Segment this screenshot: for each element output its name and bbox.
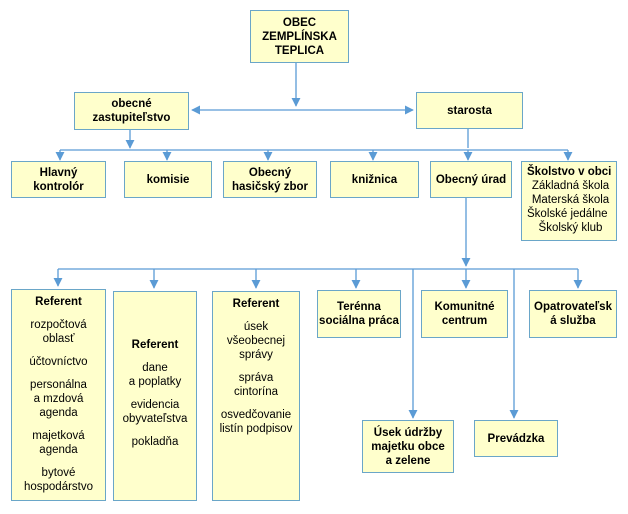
node-hasicsky-zbor-line-1: Obecný: [248, 166, 292, 179]
node-terenna-socialna-praca: Terénna sociálna práca: [317, 290, 401, 338]
node-komunitne-line-1: Komunitné: [434, 301, 495, 313]
node-opatrovatelska-line-2: á služba: [550, 315, 596, 327]
node-obec-line-1: OBEC: [282, 16, 317, 29]
node-skolstvo-item-4: Školský klub: [538, 222, 603, 234]
node-referent-1: Referent rozpočtová oblasť účtovníctvo p…: [11, 289, 106, 501]
node-skolstvo-title: Školstvo v obci: [527, 166, 612, 178]
node-kniznica: knižnica: [330, 161, 419, 198]
node-zastupitelstvo-line-2: zastupiteľstvo: [92, 112, 171, 124]
node-zastupitelstvo-line-1: obecné: [111, 98, 152, 110]
node-obec-line-2: ZEMPLÍNSKA: [262, 30, 337, 43]
node-opatrovatelska-line-1: Opatrovateľsk: [534, 301, 612, 313]
node-usek-udrzby-line-1: Úsek údržby: [373, 426, 443, 439]
node-referent-1-item-2: účtovníctvo: [29, 356, 88, 368]
node-komisie-label: komisie: [146, 173, 190, 186]
node-skolstvo-item-1: Základná škola: [531, 180, 610, 192]
node-hlavny-kontrolor-line-1: Hlavný: [39, 166, 78, 179]
node-obec-line-3: TEPLICA: [274, 44, 325, 57]
node-hasicsky-zbor-line-2: hasičský zbor: [231, 180, 309, 193]
node-referent-1-item-3: personálna a mzdová agenda: [30, 379, 87, 419]
node-obecny-urad: Obecný úrad: [430, 161, 512, 198]
node-hasicsky-zbor: Obecný hasičský zbor: [223, 161, 317, 198]
node-starosta: starosta: [416, 92, 523, 129]
node-komunitne-centrum: Komunitné centrum: [421, 290, 508, 338]
node-referent-2-item-2: evidencia obyvateľstva: [122, 399, 188, 425]
node-skolstvo: Školstvo v obci Základná škola Materská …: [521, 161, 617, 241]
node-terenna-line-2: sociálna práca: [319, 315, 399, 327]
node-opatrovatelska-sluzba: Opatrovateľsk á služba: [529, 290, 617, 338]
node-referent-2-item-3: pokladňa: [131, 436, 179, 448]
node-referent-3-title: Referent: [232, 298, 280, 310]
node-hlavny-kontrolor: Hlavný kontrolór: [11, 161, 106, 198]
node-referent-3: Referent úsek všeobecnej správy správa c…: [212, 291, 300, 501]
node-prevadzka-label: Prevádzka: [487, 432, 545, 445]
node-skolstvo-item-3: Školské jedálne: [527, 208, 608, 220]
node-usek-udrzby-line-2: majetku obce: [371, 440, 445, 453]
node-hlavny-kontrolor-line-2: kontrolór: [33, 180, 84, 193]
node-referent-3-item-2: správa cintorína: [233, 372, 279, 398]
node-starosta-label: starosta: [447, 104, 492, 117]
node-referent-2-title: Referent: [131, 339, 179, 351]
node-prevadzka: Prevádzka: [474, 420, 558, 457]
node-komunitne-line-2: centrum: [441, 315, 488, 327]
node-referent-1-item-1: rozpočtová oblasť: [30, 319, 87, 345]
node-komisie: komisie: [124, 161, 212, 198]
node-obecny-urad-label: Obecný úrad: [435, 173, 507, 186]
node-referent-2-item-1: dane a poplatky: [128, 362, 182, 388]
node-usek-udrzby: Úsek údržby majetku obce a zelene: [362, 420, 454, 473]
node-terenna-line-1: Terénna: [337, 301, 381, 313]
node-referent-1-item-4: majetková agenda: [32, 430, 85, 456]
node-skolstvo-item-2: Materská škola: [531, 194, 610, 206]
node-usek-udrzby-line-3: a zelene: [385, 454, 431, 467]
node-referent-3-item-3: osvedčovanie listín podpisov: [219, 409, 293, 435]
node-kniznica-label: knižnica: [351, 173, 398, 186]
node-obec: OBEC ZEMPLÍNSKA TEPLICA: [250, 10, 349, 63]
node-referent-3-item-1: úsek všeobecnej správy: [226, 321, 286, 361]
node-referent-1-title: Referent: [35, 296, 82, 308]
node-referent-2: Referent dane a poplatky evidencia obyva…: [113, 291, 197, 501]
node-referent-1-item-5: bytové hospodárstvo: [23, 467, 94, 493]
node-zastupitelstvo: obecné zastupiteľstvo: [74, 92, 189, 130]
